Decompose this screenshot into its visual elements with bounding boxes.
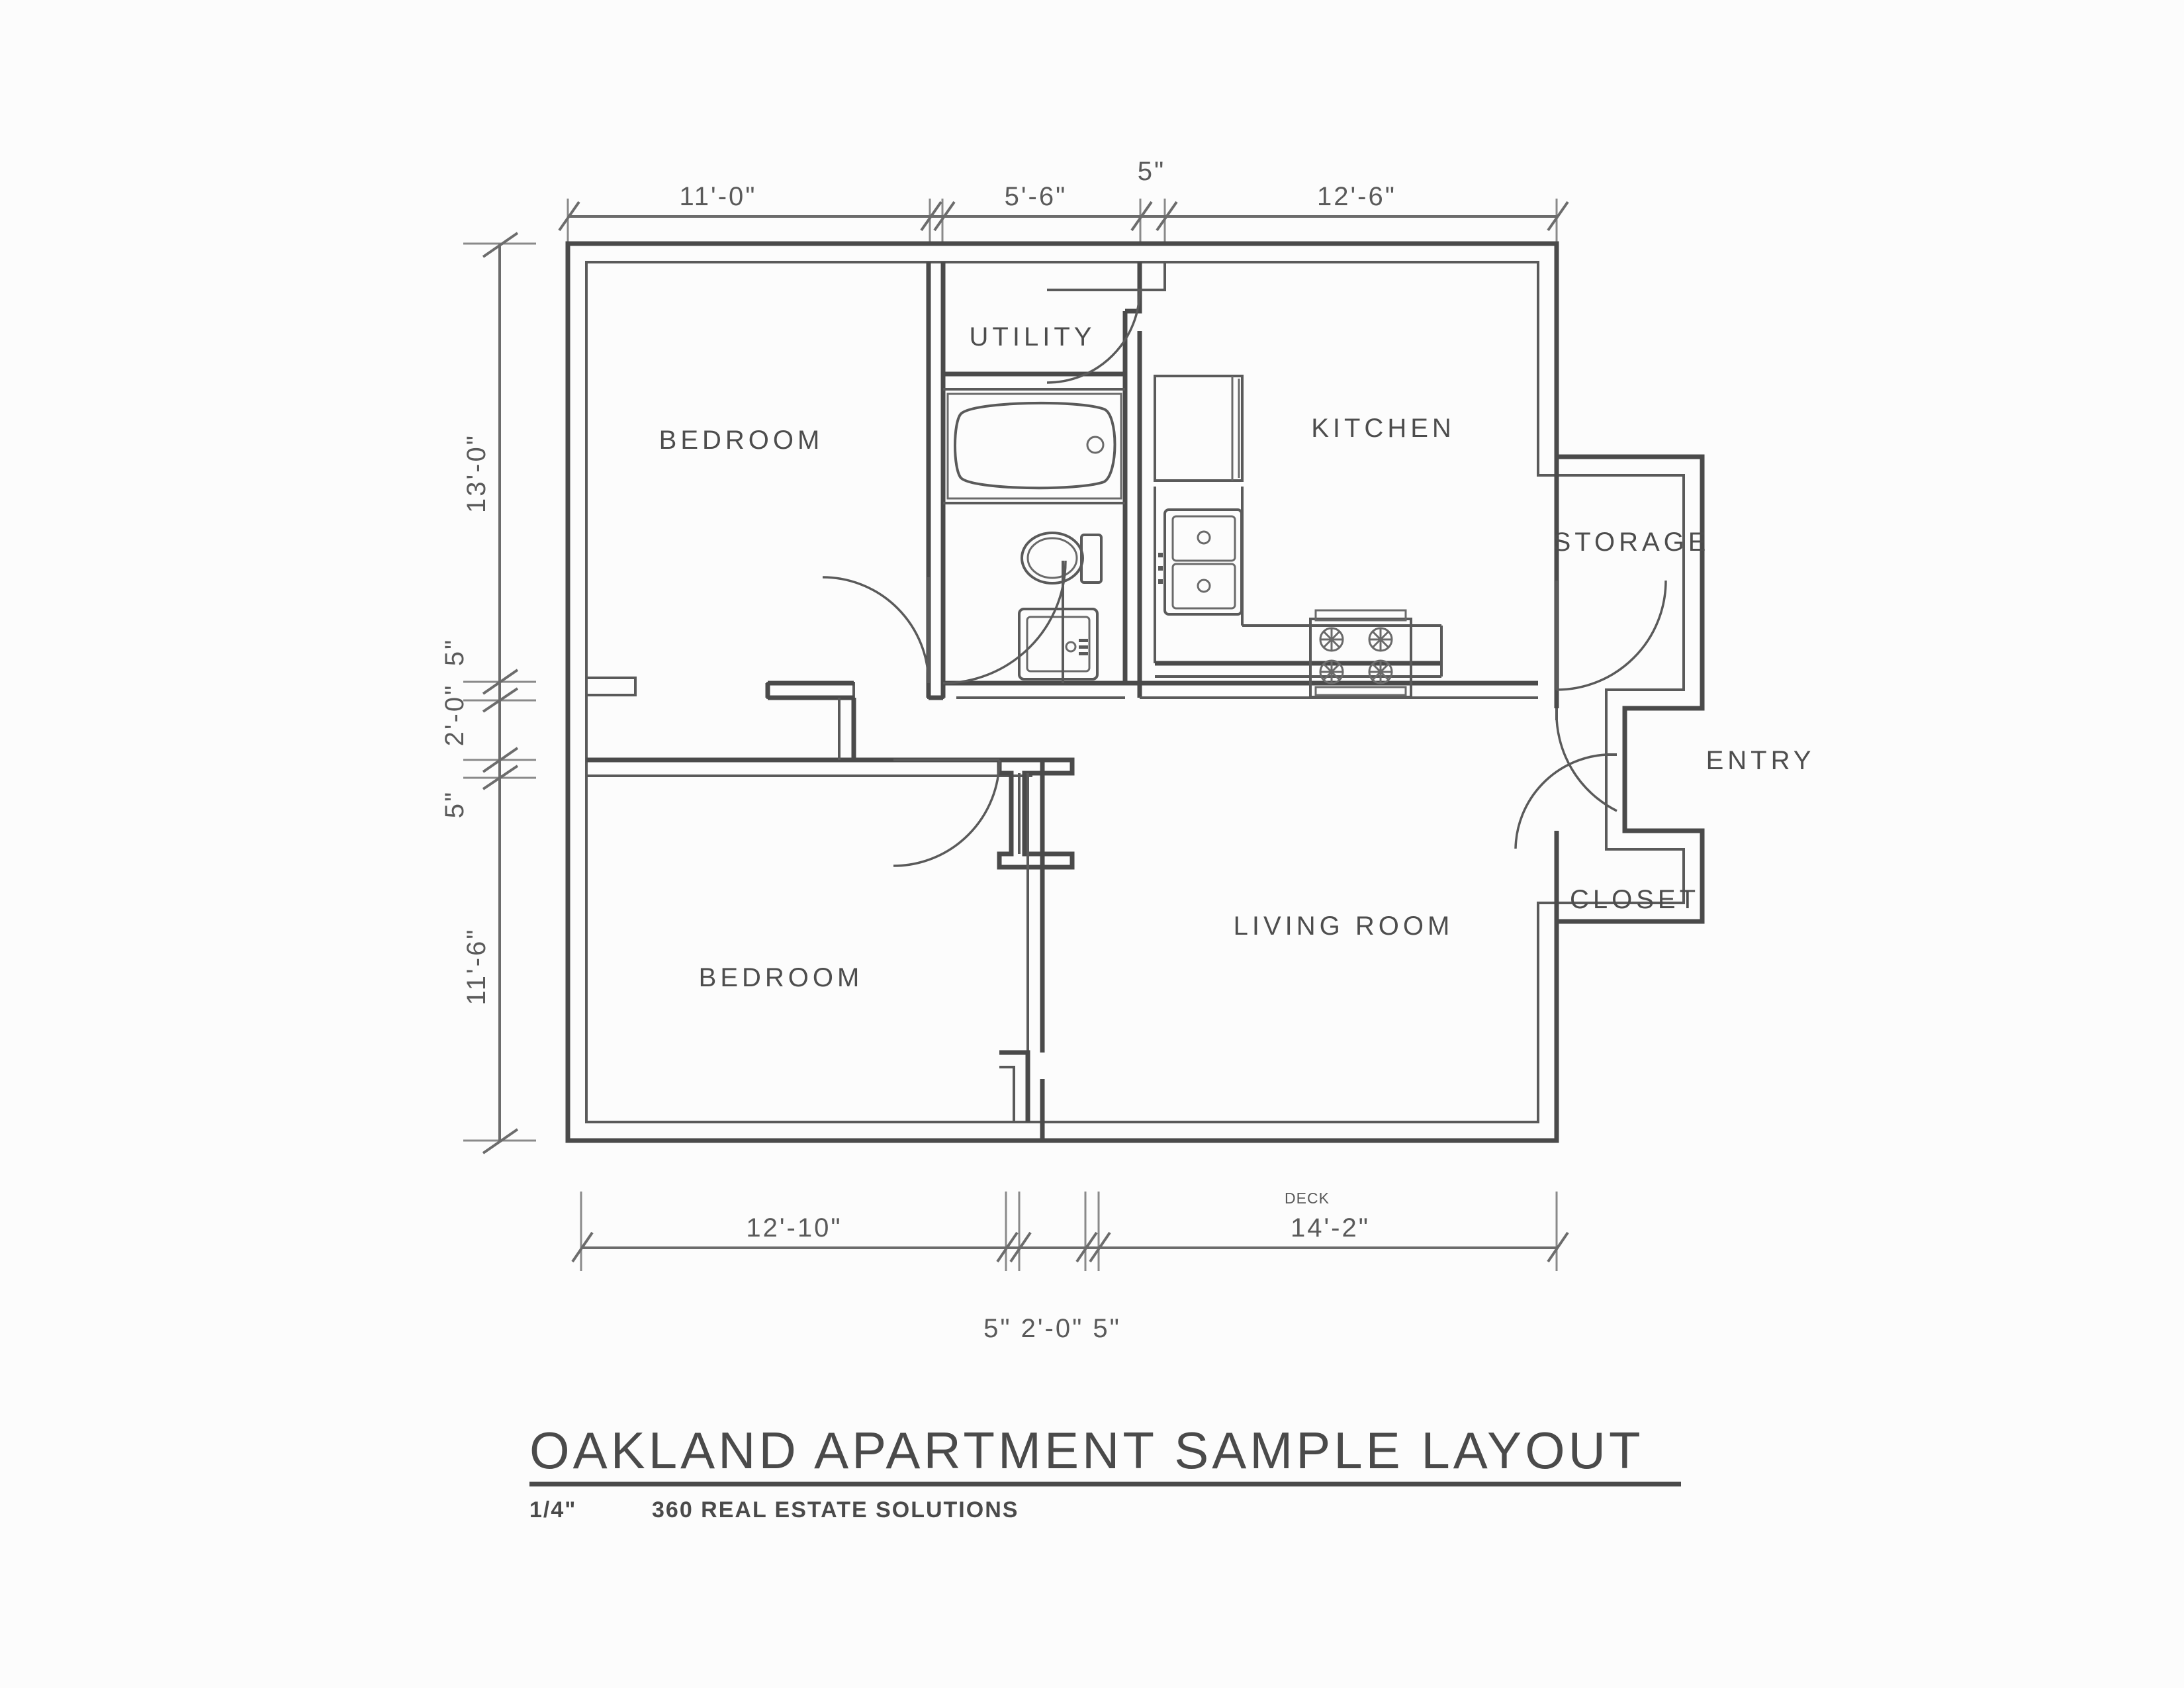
drawing-title: OAKLAND APARTMENT SAMPLE LAYOUT bbox=[529, 1421, 1644, 1479]
exterior-walls bbox=[565, 241, 1705, 1143]
label-kitchen: KITCHEN bbox=[1311, 414, 1455, 443]
label-storage: STORAGE bbox=[1553, 528, 1710, 557]
drawing-scale: 1/4" bbox=[529, 1497, 576, 1523]
stove-burners bbox=[1319, 627, 1393, 684]
dim-bottom-secondary: 5" 2'-0" 5" bbox=[983, 1314, 1121, 1343]
label-living-room: LIVING ROOM bbox=[1234, 912, 1454, 941]
title-block: OAKLAND APARTMENT SAMPLE LAYOUT 1/4" 360… bbox=[529, 1421, 1681, 1523]
dim-left-4: 5" bbox=[440, 790, 469, 818]
label-bedroom-lower: BEDROOM bbox=[699, 963, 864, 992]
door-swings bbox=[822, 289, 1667, 867]
dim-bottom-1: 12'-10" bbox=[746, 1213, 842, 1243]
dim-top-1: 11'-0" bbox=[680, 182, 757, 211]
kitchen-casework bbox=[1154, 375, 1443, 698]
dim-top-3: 5" bbox=[1138, 157, 1165, 186]
label-closet: CLOSET bbox=[1570, 885, 1700, 914]
room-labels: BEDROOM UTILITY KITCHEN STORAGE ENTRY CL… bbox=[659, 322, 1815, 992]
toilet-fixture bbox=[1021, 532, 1103, 585]
dim-bottom-2: 14'-2" bbox=[1291, 1213, 1370, 1243]
dim-top-4: 12'-6" bbox=[1317, 182, 1396, 211]
label-utility: UTILITY bbox=[970, 322, 1096, 352]
bathroom-fixtures bbox=[946, 393, 1122, 680]
dim-left-1: 13'-0" bbox=[462, 434, 491, 513]
dim-top-2: 5'-6" bbox=[1005, 182, 1068, 211]
label-entry: ENTRY bbox=[1706, 746, 1815, 775]
top-dimension-group: 11'-0" 5'-6" 5" 12'-6" bbox=[558, 157, 1569, 245]
bottom-dimension-group: 12'-10" 14'-2" DECK 5" 2'-0" 5" bbox=[571, 1190, 1569, 1343]
dim-left-3: 2'-0" bbox=[440, 684, 469, 747]
lavatory-fixture bbox=[1018, 608, 1099, 680]
hall-closet-walls bbox=[997, 757, 1075, 870]
interior-walls bbox=[585, 261, 1559, 1141]
drawing-firm: 360 REAL ESTATE SOLUTIONS bbox=[652, 1497, 1019, 1523]
dim-left-2: 5" bbox=[440, 638, 469, 666]
left-dimension-group: 13'-0" 5" 2'-0" 5" 11'-6" bbox=[440, 232, 536, 1154]
dim-left-5: 11'-6" bbox=[462, 928, 491, 1006]
label-deck: DECK bbox=[1285, 1190, 1330, 1207]
label-bedroom-upper: BEDROOM bbox=[659, 426, 824, 455]
